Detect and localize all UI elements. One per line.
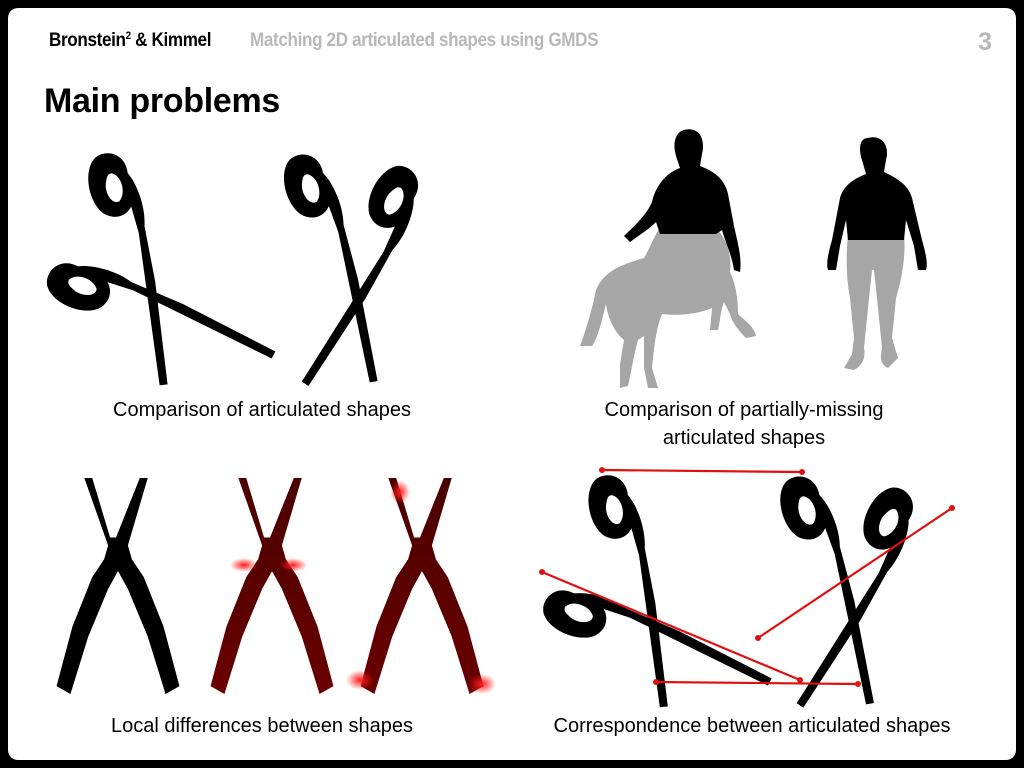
correspondence-scissors-icon — [535, 470, 936, 730]
page-number: 3 — [978, 28, 992, 56]
talk-subtitle: Matching 2D articulated shapes using GMD… — [250, 30, 599, 51]
figures: Comparison of articulated shapes Compari… — [39, 129, 955, 737]
centaur-silhouette-icon — [580, 129, 756, 388]
pliers-original-icon — [56, 478, 180, 695]
slide-title: Main problems — [44, 82, 281, 120]
caption-q2-line2: articulated shapes — [663, 427, 825, 449]
pliers-differences-icon — [346, 478, 496, 695]
correspondence-lines — [539, 467, 955, 687]
caption-q1: Comparison of articulated shapes — [113, 399, 411, 421]
author-header: Bronstein2 & Kimmel — [49, 30, 212, 51]
human-silhouette-icon — [827, 137, 927, 370]
pliers-highlighted-icon — [210, 478, 334, 695]
scissors-closed-icon — [39, 149, 276, 403]
caption-q2-line1: Comparison of partially-missing — [605, 399, 884, 421]
scissors-open-icon — [260, 148, 441, 392]
slide: Bronstein2 & Kimmel Matching 2D articula… — [8, 8, 1016, 760]
caption-q3: Local differences between shapes — [111, 715, 413, 737]
caption-q4: Correspondence between articulated shape… — [554, 715, 951, 737]
